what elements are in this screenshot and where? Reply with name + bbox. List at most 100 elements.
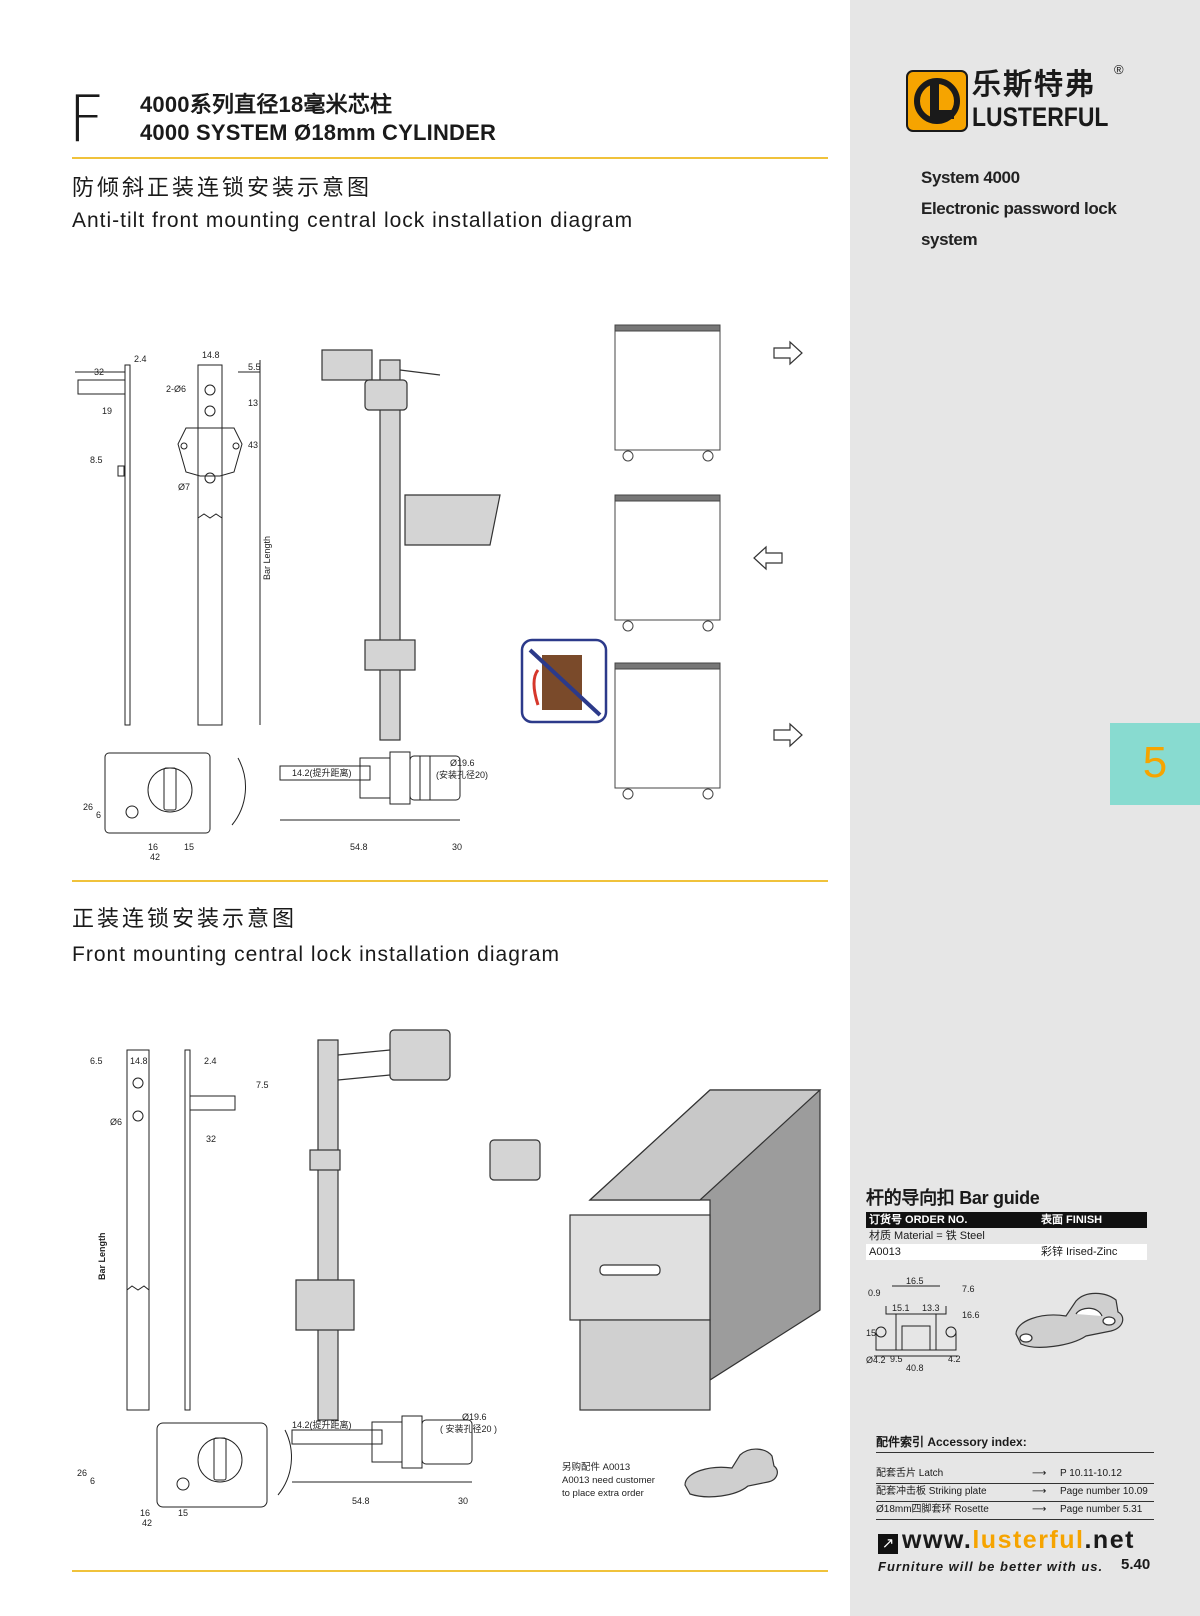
dim-label: 9.5 <box>890 1354 903 1364</box>
dim-label: 42 <box>142 1518 152 1528</box>
finish-value: 彩锌 Irised-Zinc <box>1041 1246 1118 1258</box>
dim-label: 30 <box>452 842 462 852</box>
www-prefix: www. <box>902 1526 973 1554</box>
divider <box>876 1452 1154 1453</box>
brand-logo: 乐斯特弗 LUSTERFUL ® <box>906 62 1126 138</box>
material-text: 材质 Material = 铁 Steel <box>869 1230 985 1242</box>
dim-label: 7.5 <box>256 1080 269 1090</box>
dim-label: 14.2(提升距离) <box>292 1419 352 1430</box>
accessory-title: 配件索引 Accessory index: <box>876 1435 1027 1449</box>
section1-title-en: Anti-tilt front mounting central lock in… <box>72 209 634 232</box>
dim-label: 6.5 <box>90 1056 103 1066</box>
dim-label: 26 <box>77 1468 87 1478</box>
accessory-page: P 10.11-10.12 <box>1060 1468 1122 1479</box>
order-no: A0013 <box>869 1246 901 1258</box>
brand-name-en: LUSTERFUL <box>972 102 1109 132</box>
system-description: System 4000 Electronic password lock sys… <box>921 162 1171 255</box>
header-order: 订货号 ORDER NO. <box>869 1214 968 1226</box>
arrow-icon <box>753 340 803 748</box>
bar-guide-table: 订货号 ORDER NO. 表面 FINISH 材质 Material = 铁 … <box>866 1212 1147 1260</box>
note-line: 另购配件 A0013 <box>562 1461 630 1473</box>
dim-label: 26 <box>83 802 93 812</box>
dim-label: 32 <box>94 367 104 377</box>
divider <box>72 880 828 882</box>
dim-label: 16.6 <box>962 1310 980 1320</box>
bar-guide-3d <box>1015 1292 1124 1348</box>
slogan: Furniture will be better with us. <box>878 1559 1104 1574</box>
dim-label: 14.8 <box>202 350 220 360</box>
arrow-icon: ⟶ <box>1032 1504 1047 1515</box>
accessory-list: 配套舌片 Latch ⟶ P 10.11-10.12 配套冲击板 Strikin… <box>876 1466 1154 1520</box>
chapter-tab[interactable]: 5 <box>1110 723 1200 805</box>
dim-label: 2.4 <box>134 354 147 364</box>
sidebar-panel <box>850 0 1200 1616</box>
domain-tld: .net <box>1084 1526 1135 1554</box>
tilt-warning-icon <box>520 638 608 724</box>
section-letter: F <box>68 83 105 157</box>
dim-label: 15 <box>178 1508 188 1518</box>
accessory-name: 配套舌片 Latch <box>876 1468 944 1479</box>
dim-label: Ø19.6 <box>462 1412 487 1422</box>
dim-label: 4.2 <box>948 1354 961 1364</box>
bar-length-label: Bar Length <box>97 1232 107 1280</box>
dim-label: 19 <box>102 406 112 416</box>
divider <box>72 1570 828 1572</box>
arrow-icon: ⟶ <box>1032 1468 1047 1479</box>
table-row: A0013 彩锌 Irised-Zinc <box>866 1244 1147 1260</box>
dim-label: Ø19.6 <box>450 758 475 768</box>
note-line: A0013 need customer <box>562 1475 655 1486</box>
table-header: 订货号 ORDER NO. 表面 FINISH <box>866 1212 1147 1228</box>
dim-label: 30 <box>458 1496 468 1506</box>
dim-label: 16.5 <box>906 1276 924 1286</box>
dim-label: 15 <box>866 1328 876 1338</box>
accessory-name: Ø18mm四脚套环 Rosette <box>876 1504 989 1515</box>
dim-label: 13.3 <box>922 1303 940 1313</box>
system-line: Electronic password lock <box>921 199 1117 218</box>
dim-label: 15.1 <box>892 1303 910 1313</box>
dim-label: 0.9 <box>868 1288 881 1298</box>
header-finish: 表面 FINISH <box>1041 1214 1103 1226</box>
dim-label: 14.8 <box>130 1056 148 1066</box>
dim-label: Ø4.2 <box>866 1355 886 1365</box>
accessory-page: Page number 10.09 <box>1060 1486 1148 1497</box>
list-item[interactable]: 配套冲击板 Striking plate ⟶ Page number 10.09 <box>876 1484 1154 1502</box>
link-icon: ↗ <box>878 1533 898 1554</box>
bar-length-label: Bar Length <box>262 536 272 580</box>
list-item[interactable]: Ø18mm四脚套环 Rosette ⟶ Page number 5.31 <box>876 1502 1154 1520</box>
dim-label: Ø7 <box>178 482 190 492</box>
divider <box>72 157 828 159</box>
page-number: 5.40 <box>1121 1556 1151 1573</box>
material-row: 材质 Material = 铁 Steel <box>866 1228 1147 1244</box>
title-cn: 4000系列直径18毫米芯柱 <box>140 92 393 117</box>
front-mounting-diagram: 6.5 14.8 2.4 7.5 Ø6 32 Bar Length 26 6 1… <box>77 1029 822 1528</box>
bar-guide-drawing: 16.5 7.6 0.9 15.1 13.3 16.6 15 Ø4.2 9.5 … <box>866 1276 1124 1373</box>
dim-label: 54.8 <box>350 842 368 852</box>
brand-name-cn: 乐斯特弗 <box>972 69 1097 101</box>
dim-label: 2.4 <box>204 1056 217 1066</box>
dim-label: 6 <box>90 1476 95 1486</box>
dim-label: 2-Ø6 <box>166 384 186 394</box>
dim-label: 54.8 <box>352 1496 370 1506</box>
dim-label: 16 <box>148 842 158 852</box>
registered-mark: ® <box>1114 62 1124 77</box>
dim-label: Ø6 <box>110 1117 122 1127</box>
list-item[interactable]: 配套舌片 Latch ⟶ P 10.11-10.12 <box>876 1466 1154 1484</box>
domain-name: lusterful <box>972 1526 1085 1554</box>
dim-label: 13 <box>248 398 258 408</box>
arrow-icon: ⟶ <box>1032 1486 1047 1497</box>
dim-label: 16 <box>140 1508 150 1518</box>
anti-tilt-diagram: 32 2.4 19 8.5 14.8 5.5 2-Ø6 13 43 Ø7 Bar… <box>75 324 803 860</box>
cabinet-3d <box>569 1089 822 1411</box>
cabinet-diagram <box>614 324 721 800</box>
dim-label: 43 <box>248 440 258 450</box>
dim-label: (安装孔径20) <box>436 769 488 780</box>
system-line: System 4000 <box>921 168 1020 187</box>
dim-label: ( 安装孔径20 ) <box>440 1423 497 1434</box>
dim-label: 7.6 <box>962 1284 975 1294</box>
title-en: 4000 SYSTEM Ø18mm CYLINDER <box>140 120 497 145</box>
section1-title-cn: 防倾斜正装连锁安装示意图 <box>72 175 373 200</box>
logo-mark-icon <box>906 70 968 132</box>
note-line: to place extra order <box>562 1488 644 1499</box>
website-link[interactable]: ↗www.lusterful.net <box>878 1526 1168 1556</box>
bar-guide-part-icon <box>684 1448 778 1498</box>
